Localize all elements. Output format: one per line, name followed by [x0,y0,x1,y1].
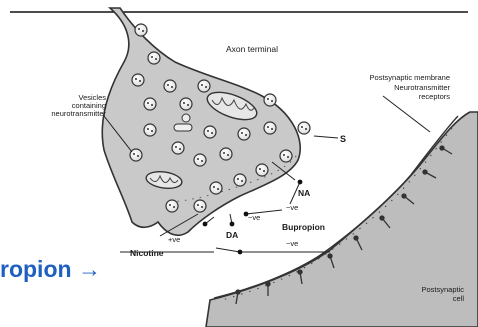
label-nt-receptors-2: receptors [419,92,451,101]
vesicle [148,52,160,64]
label-postsynaptic-membrane: Postsynaptic membrane [370,73,450,82]
caption: ropion → [0,256,101,283]
vesicle [194,200,206,212]
vesicle [256,164,268,176]
vesicle [280,150,292,162]
label-neg-1: −ve [286,203,298,212]
label-nicotine: Nicotine [130,248,164,258]
vesicle [166,200,178,212]
vesicle [220,148,232,160]
vesicle [130,149,142,161]
vesicle [164,80,176,92]
vesicle [194,154,206,166]
vesicle [204,126,216,138]
label-da: DA [226,230,238,240]
label-postsynaptic-cell-1: Postsynaptic [421,285,464,294]
label-neg-3: −ve [286,239,298,248]
label-s: S [340,134,346,144]
label-bupropion: Bupropion [282,222,325,232]
vesicle [180,98,192,110]
label-postsynaptic-cell-2: cell [453,294,465,303]
caption-text: ropion [0,256,72,282]
vesicle [234,174,246,186]
vesicle [132,74,144,86]
vesicle [172,142,184,154]
vesicle [144,98,156,110]
vesicle [210,182,222,194]
label-pos: +ve [168,235,180,244]
vesicle [264,94,276,106]
label-nt-receptors-1: Neurotransmitter [394,83,450,92]
vesicle [298,122,310,134]
vesicle [144,124,156,136]
vesicle [198,80,210,92]
vesicle [238,128,250,140]
label-axon-terminal: Axon terminal [226,44,278,54]
label-neg-2: −ve [248,213,260,222]
arrow-right-icon: → [78,256,101,282]
vesicle [135,24,147,36]
label-na: NA [298,188,310,198]
vesicle [264,122,276,134]
label-vesicles-3: neurotransmitter [51,109,106,118]
